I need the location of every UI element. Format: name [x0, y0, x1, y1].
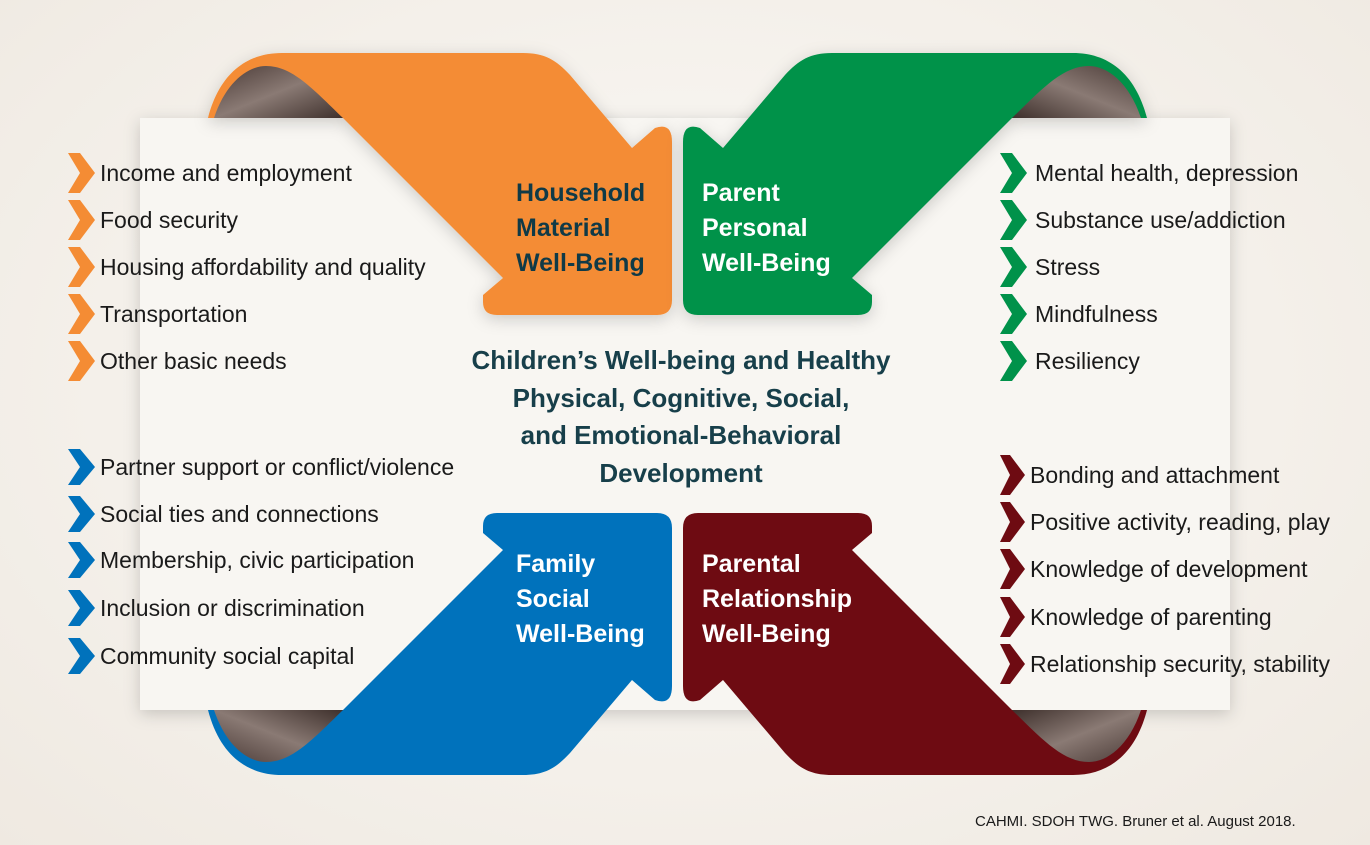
blue-chevron-bullets: [68, 449, 95, 674]
list-item: Social ties and connections: [100, 501, 379, 527]
list-item: Partner support or conflict/violence: [100, 454, 455, 480]
center-title: Children’s Well-being and Healthy Physic…: [431, 342, 931, 492]
list-item: Resiliency: [1035, 348, 1140, 374]
label-line: Family: [516, 550, 596, 578]
label-line: Parent: [702, 179, 780, 207]
label-line: Well-Being: [516, 249, 645, 277]
list-item: Inclusion or discrimination: [100, 595, 365, 621]
title-line: and Emotional-Behavioral: [520, 420, 842, 450]
label-line: Well-Being: [516, 620, 645, 648]
list-item: Other basic needs: [100, 348, 287, 374]
list-item: Knowledge of development: [1030, 556, 1308, 582]
parent-personal-label: Parent Personal Well-Being: [702, 176, 831, 281]
list-item: Stress: [1035, 254, 1101, 280]
list-item: Income and employment: [100, 160, 352, 186]
label-line: Well-Being: [702, 620, 831, 648]
list-item: Membership, civic participation: [100, 547, 415, 573]
list-item: Community social capital: [100, 643, 355, 669]
list-item: Housing affordability and quality: [100, 254, 426, 280]
label-line: Parental: [702, 550, 801, 578]
list-item: Substance use/addiction: [1035, 207, 1286, 233]
list-item: Mental health, depression: [1035, 160, 1299, 186]
list-item: Positive activity, reading, play: [1030, 509, 1330, 535]
list-item: Mindfulness: [1035, 301, 1158, 327]
label-line: Social: [516, 585, 590, 613]
list-item: Relationship security, stability: [1030, 651, 1330, 677]
label-line: Material: [516, 214, 611, 242]
list-item: Transportation: [100, 301, 248, 327]
green-chevron-bullets: [1000, 153, 1027, 381]
list-item: Bonding and attachment: [1030, 462, 1280, 488]
title-line: Development: [599, 457, 763, 488]
orange-chevron-bullets: [68, 153, 95, 381]
label-line: Household: [516, 179, 646, 207]
household-material-label: Household Material Well-Being: [516, 176, 645, 281]
label-line: Personal: [702, 214, 808, 242]
family-social-label: Family Social Well-Being: [516, 547, 645, 652]
label-line: Well-Being: [702, 249, 831, 277]
title-line: Children’s Well-being and Healthy: [471, 345, 891, 375]
list-item: Knowledge of parenting: [1030, 604, 1272, 630]
title-line: Physical, Cognitive, Social,: [512, 382, 850, 413]
label-line: Relationship: [702, 585, 853, 613]
maroon-chevron-bullets: [1000, 455, 1025, 684]
list-item: Food security: [100, 207, 239, 233]
parental-relationship-label: Parental Relationship Well-Being: [702, 547, 852, 652]
citation-footer: CAHMI. SDOH TWG. Bruner et al. August 20…: [975, 813, 1296, 830]
